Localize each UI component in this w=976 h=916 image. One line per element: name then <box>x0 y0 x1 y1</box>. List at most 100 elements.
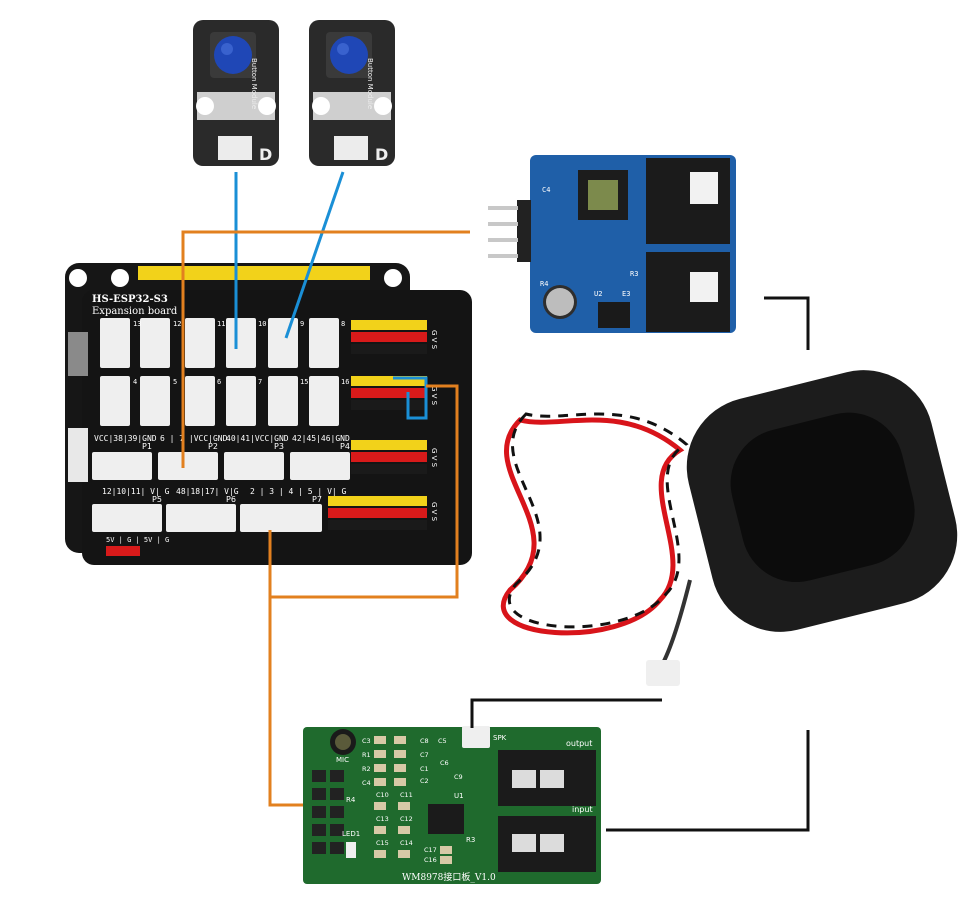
chip-label: R4 <box>540 280 548 288</box>
pin-header-block-4 <box>328 496 427 530</box>
r4-label: R4 <box>346 796 356 804</box>
pin-header-block-2 <box>351 376 427 410</box>
button-module-1: Button Module D <box>193 20 279 166</box>
p2-pin-label: 6 | 7 |VCC|GND <box>160 434 228 443</box>
board-title: HS-ESP32-S3 <box>92 294 168 305</box>
svg-text:12: 12 <box>173 320 181 328</box>
port-number-labels: 13 12 11 10 9 8 4 5 6 7 15 16 <box>133 320 349 386</box>
p7-pin-label: 2 | 3 | 4 | 5 | V| G <box>250 487 347 496</box>
svg-text:C16: C16 <box>424 856 437 864</box>
svg-text:15: 15 <box>300 378 308 386</box>
expansion-board: HS-ESP32-S3 Expansion board 13 12 11 10 … <box>65 263 472 565</box>
button-module-label: Button Module <box>366 58 374 109</box>
p4-pin-label: 42|45|46|GND <box>292 434 350 443</box>
svg-text:C9: C9 <box>454 773 463 781</box>
connector-p3 <box>224 452 284 480</box>
board-subtitle: Expansion board <box>92 306 178 317</box>
wire-orange-wm8978 <box>268 530 303 807</box>
svg-text:4: 4 <box>133 378 137 386</box>
svg-text:C15: C15 <box>376 839 389 847</box>
pin-header-block-1 <box>351 320 427 354</box>
output-label: output <box>566 739 592 748</box>
connector-p6 <box>166 504 236 532</box>
wire-blue-2 <box>284 171 345 339</box>
p2-name: P2 <box>208 442 218 451</box>
svg-text:C10: C10 <box>376 791 389 799</box>
connector-p5 <box>92 504 162 532</box>
spk-connector <box>462 726 490 748</box>
connector-p2 <box>158 452 218 480</box>
svg-text:C11: C11 <box>400 791 413 799</box>
wire-black-speaker <box>470 698 662 728</box>
chip-label: R3 <box>630 270 638 278</box>
svg-text:C17: C17 <box>424 846 437 854</box>
connector-p1 <box>92 452 152 480</box>
p1-name: P1 <box>142 442 152 451</box>
p1-pin-label: VCC|38|39|GND <box>94 434 157 443</box>
svg-text:C13: C13 <box>376 815 389 823</box>
p3-name: P3 <box>274 442 284 451</box>
button-cap-icon <box>214 36 252 74</box>
p6-name: P6 <box>226 495 236 504</box>
power-label: 5V | G | 5V | G <box>106 536 169 544</box>
wires <box>181 171 810 832</box>
svg-text:7: 7 <box>258 378 262 386</box>
p3-pin-label: 40|41|VCC|GND <box>226 434 289 443</box>
svg-text:10: 10 <box>258 320 266 328</box>
connector-row-middle <box>100 376 339 426</box>
button-module-2: Button Module D <box>309 20 395 166</box>
button-module-label: Button Module <box>250 58 258 109</box>
speaker-wire-black <box>507 412 689 629</box>
connector-label: D <box>259 145 272 164</box>
gvs-label: G V S <box>430 448 438 468</box>
svg-text:C5: C5 <box>438 737 447 745</box>
u1-label: U1 <box>454 792 464 800</box>
pin-header-block-3 <box>351 440 427 474</box>
mic-label: MIC <box>336 756 349 764</box>
gvs-label: G V S <box>430 502 438 522</box>
wm8978-board-title: WM8978接口板_V1.0 <box>402 871 496 883</box>
gvs-label: G V S <box>430 330 438 350</box>
connector-p4 <box>290 452 350 480</box>
power-header <box>106 546 140 556</box>
svg-text:C2: C2 <box>420 777 429 785</box>
input-label: input <box>572 805 593 814</box>
wire-orange-audio <box>181 230 470 468</box>
svg-text:C7: C7 <box>420 751 429 759</box>
smd-components <box>374 736 452 864</box>
speaker-wire-red <box>500 417 685 636</box>
svg-text:8: 8 <box>341 320 345 328</box>
r3-label: R3 <box>466 836 475 844</box>
wire-black-audio <box>764 296 810 350</box>
p5-name: P5 <box>152 495 162 504</box>
chip-label: C4 <box>542 186 550 194</box>
svg-text:16: 16 <box>341 378 349 386</box>
svg-text:9: 9 <box>300 320 304 328</box>
audio-module: C4 U2 E3 R4 R3 <box>488 155 736 333</box>
spk-label: SPK <box>493 734 507 742</box>
svg-text:R2: R2 <box>362 765 371 773</box>
svg-text:C1: C1 <box>420 765 429 773</box>
svg-text:C14: C14 <box>400 839 413 847</box>
led1-label: LED1 <box>342 830 360 838</box>
wm8978-board: MIC SPK output input U1 R4 R3 LED1 C3 C8… <box>303 726 601 884</box>
wire-orange-header <box>270 384 459 599</box>
svg-text:R1: R1 <box>362 751 371 759</box>
chip-label: U2 <box>594 290 602 298</box>
svg-text:C4: C4 <box>362 779 371 787</box>
p5-pin-label: 12|10|11| V| G <box>102 487 170 496</box>
connector-p7 <box>240 504 322 532</box>
svg-text:5: 5 <box>173 378 177 386</box>
p7-name: P7 <box>312 495 322 504</box>
header-pins <box>312 770 344 854</box>
component-labels: C3 C8 C5 R1 C7 C6 R2 C1 C4 C2 C9 C10 C11… <box>362 737 463 864</box>
svg-text:11: 11 <box>217 320 225 328</box>
p4-name: P4 <box>340 442 350 451</box>
svg-text:6: 6 <box>217 378 221 386</box>
u1-chip <box>428 804 464 834</box>
speaker <box>500 370 958 686</box>
button-cap-icon <box>330 36 368 74</box>
svg-text:13: 13 <box>133 320 141 328</box>
